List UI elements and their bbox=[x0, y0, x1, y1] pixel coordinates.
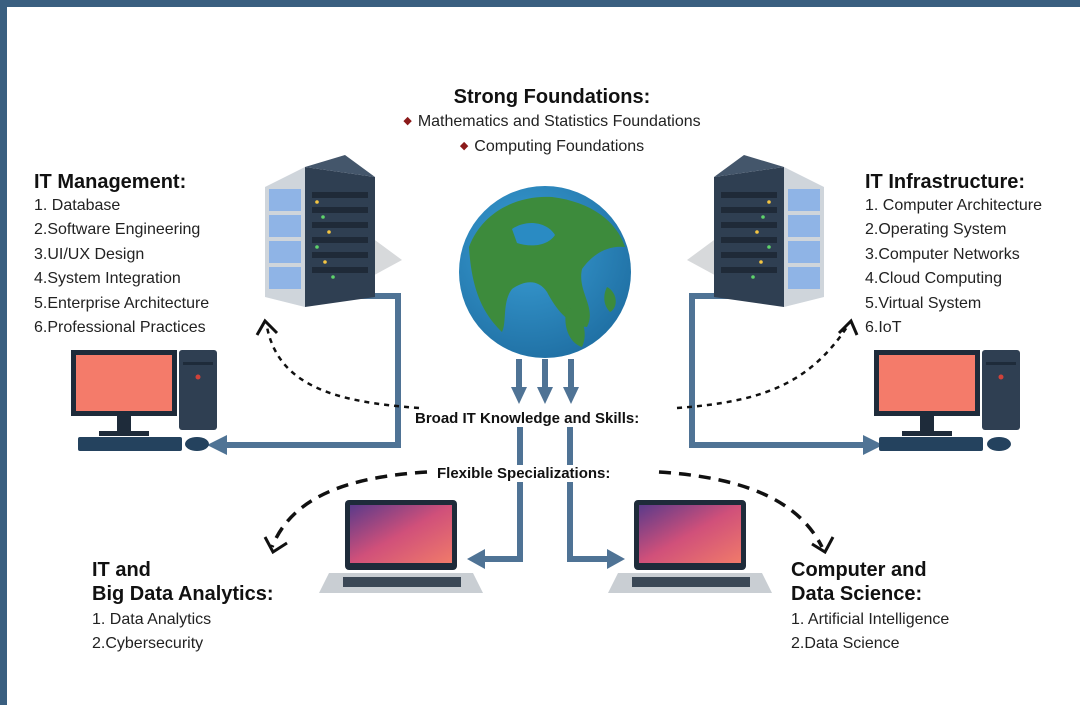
desktop-computer-icon bbox=[874, 350, 1020, 451]
computer-science-title-line1: Computer and bbox=[791, 559, 927, 581]
list-item: 6.IoT bbox=[865, 319, 902, 337]
arrowheads bbox=[207, 359, 883, 569]
dashed-arrows-thick bbox=[270, 470, 824, 548]
bullet-icon: ◆ bbox=[403, 115, 412, 127]
list-item: 5.Virtual System bbox=[865, 294, 982, 312]
foundations-title: Strong Foundations: bbox=[453, 86, 651, 108]
list-item: 2.Software Engineering bbox=[34, 221, 201, 239]
list-item: 2.Operating System bbox=[865, 221, 1007, 239]
desktop-computer-icon bbox=[71, 350, 217, 451]
diagram-frame: Strong Foundations: ◆Mathematics and Sta… bbox=[7, 7, 1080, 705]
list-item: 4.Cloud Computing bbox=[865, 270, 1002, 288]
it-infrastructure-block: IT Infrastructure: 1. Computer Architect… bbox=[865, 170, 1042, 340]
list-item: 1. Database bbox=[34, 197, 121, 214]
big-data-block: IT and Big Data Analytics: 1. Data Analy… bbox=[92, 558, 274, 657]
list-item: 1. Computer Architecture bbox=[865, 197, 1042, 214]
list-item: 3.Computer Networks bbox=[865, 245, 1020, 263]
laptop-icon bbox=[319, 500, 483, 593]
list-item: 1. Artificial Intelligence bbox=[791, 611, 950, 628]
it-management-block: IT Management: 1. Database 2.Software En… bbox=[34, 170, 209, 340]
list-item: 4.System Integration bbox=[34, 270, 181, 288]
diagram-canvas bbox=[71, 155, 1020, 593]
it-infrastructure-title: IT Infrastructure: bbox=[865, 171, 1026, 193]
computer-science-title-line2: Data Science: bbox=[791, 583, 923, 605]
broad-knowledge-label: Broad IT Knowledge and Skills: bbox=[411, 410, 644, 427]
dashed-arrows bbox=[265, 326, 849, 410]
big-data-title-line2: Big Data Analytics: bbox=[92, 583, 274, 605]
foundations-block: Strong Foundations: ◆Mathematics and Sta… bbox=[307, 85, 797, 160]
globe-icon bbox=[459, 186, 631, 358]
big-data-title-line1: IT and bbox=[92, 559, 151, 581]
list-item: 6.Professional Practices bbox=[34, 319, 206, 337]
list-item: 1. Data Analytics bbox=[92, 611, 212, 628]
list-item: 3.UI/UX Design bbox=[34, 245, 145, 263]
foundations-item: ◆Mathematics and Statistics Foundations bbox=[403, 113, 701, 130]
computer-science-block: Computer and Data Science: 1. Artificial… bbox=[791, 558, 949, 657]
foundations-item: ◆Computing Foundations bbox=[459, 138, 645, 156]
server-icon bbox=[687, 155, 824, 307]
laptop-icon bbox=[608, 500, 772, 593]
dashed-arrowheads bbox=[255, 318, 859, 555]
it-management-title: IT Management: bbox=[34, 171, 187, 193]
list-item: 5.Enterprise Architecture bbox=[34, 294, 210, 312]
list-item: 2.Data Science bbox=[791, 635, 900, 653]
bullet-icon: ◆ bbox=[459, 140, 469, 153]
server-icon bbox=[265, 155, 402, 307]
flexible-specializations-label: Flexible Specializations: bbox=[433, 465, 615, 482]
list-item: 2.Cybersecurity bbox=[92, 635, 204, 653]
